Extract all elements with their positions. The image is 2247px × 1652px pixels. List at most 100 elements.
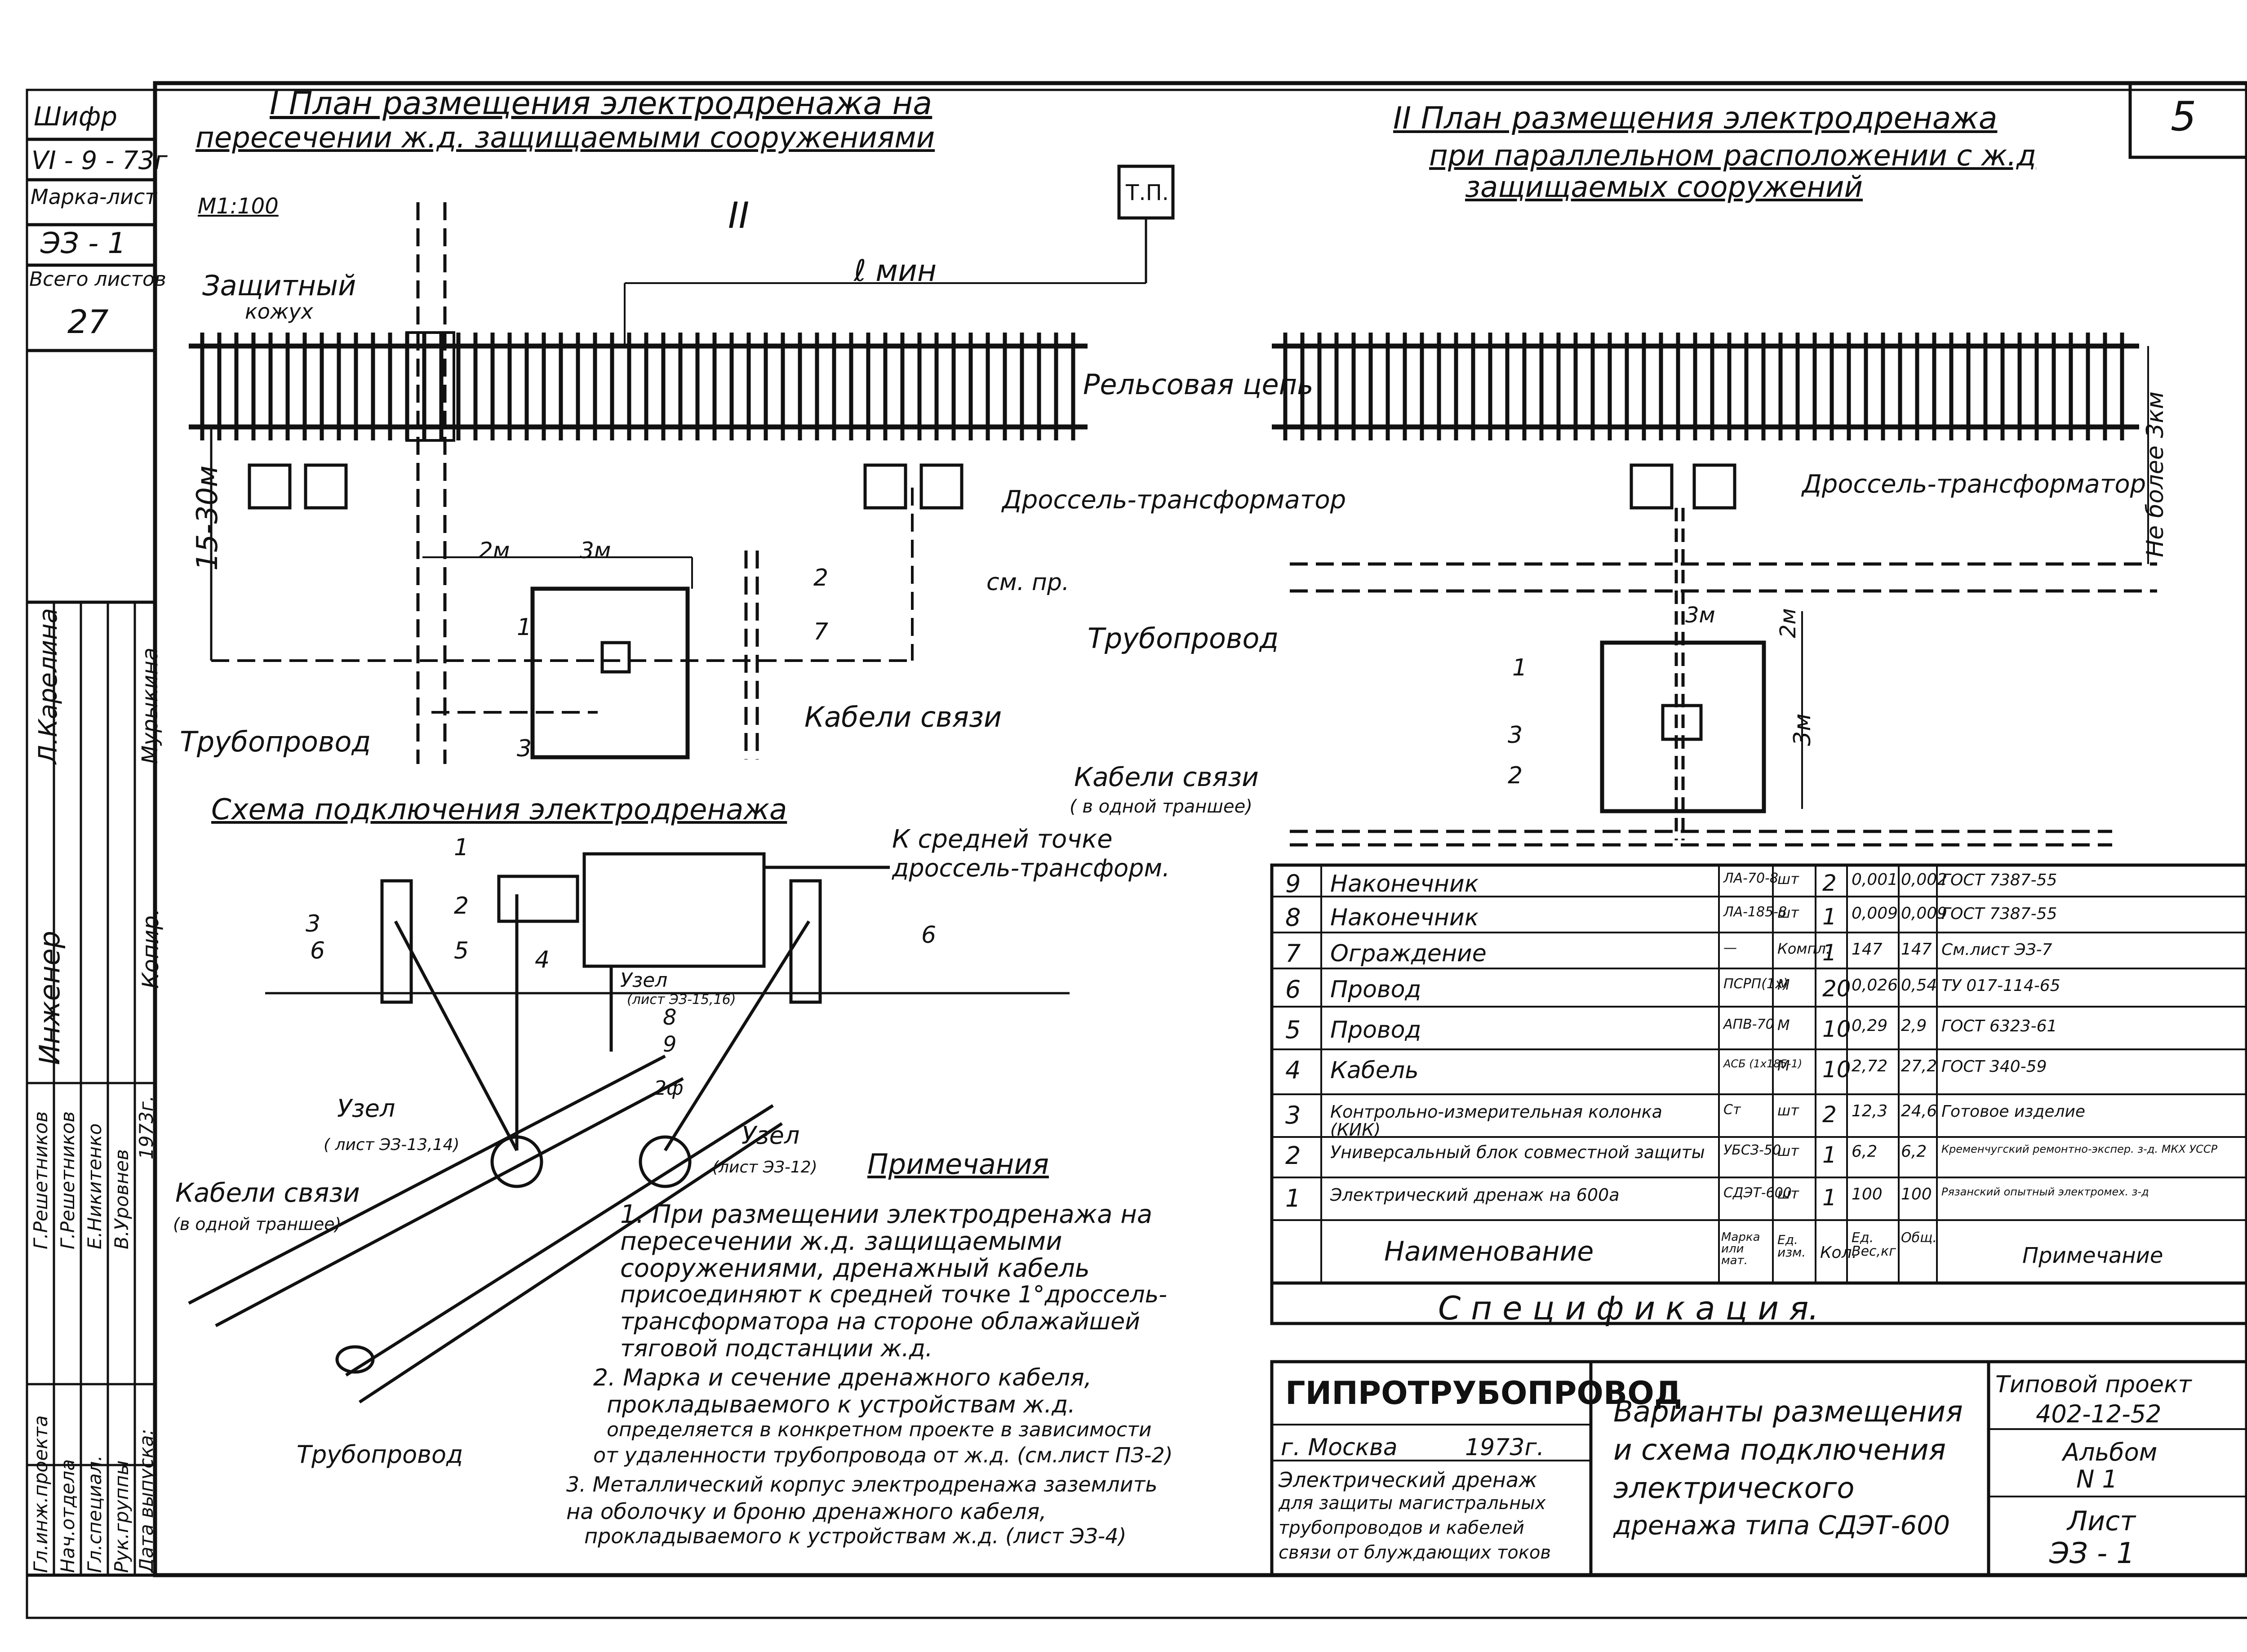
spec-cell-r7-c4: 1 [1822, 1142, 1837, 1168]
spec-cell-r7-c2: УБСЗ-50 [1723, 1142, 1781, 1158]
spec-title: С п е ц и ф и к а ц и я. [1438, 1289, 1819, 1327]
scheme-title: Схема подключения электродренажа [211, 793, 787, 826]
spec-header-weight: Ед. Вес,кг [1852, 1230, 1896, 1259]
spec-cell-r4-c4: 10 [1822, 1016, 1851, 1042]
spec-cell-r5-c4: 10 [1822, 1057, 1851, 1083]
plan2-dim-3m: 3м [1685, 603, 1715, 628]
note-line-0: 1. При размещении электродренажа на [620, 1200, 1153, 1229]
tb-name-1: и схема подключения [1613, 1434, 1946, 1467]
tb-name-2: электрического [1613, 1472, 1855, 1505]
tb-year: 1973г. [1465, 1434, 1545, 1461]
spec-cell-r6-c3: шт [1777, 1102, 1799, 1119]
tb-org: ГИПРОТРУБОПРОВОД [1285, 1375, 1683, 1412]
scheme-n1: 1 [454, 834, 469, 861]
spec-cell-r4-c2: АПВ-70 [1723, 1017, 1774, 1032]
spec-cell-r5-c5: 2,72 [1852, 1057, 1888, 1075]
stamp-role-0: Гл.инж.проекта [30, 1415, 52, 1573]
spec-cell-r8-c3: шт [1777, 1185, 1799, 1202]
plan1-tp: Т.П. [1126, 180, 1169, 205]
note-line-11: на оболочку и броню дренажного кабеля, [566, 1499, 1047, 1524]
note-line-6: 2. Марка и сечение дренажного кабеля, [593, 1364, 1092, 1391]
spec-cell-r3-c0: 6 [1285, 975, 1301, 1004]
spec-cell-r1-c6: 0,009 [1901, 904, 1948, 923]
plan1-l-min: ℓ мин [854, 253, 937, 288]
spec-cell-r1-c0: 8 [1285, 903, 1301, 932]
tb-city: г. Москва [1281, 1434, 1398, 1461]
plan1-casing: Защитный [202, 269, 356, 302]
spec-cell-r7-c0: 2 [1285, 1141, 1301, 1170]
spec-cell-r1-c3: шт [1777, 904, 1799, 921]
note-line-4: трансформатора на стороне облажайшей [620, 1308, 1140, 1335]
plan2-cables-note: ( в одной траншее) [1070, 796, 1252, 817]
spec-cell-r0-c1: Наконечник [1330, 870, 1479, 897]
spec-cell-r7-c1: Универсальный блок совместной защиты [1330, 1142, 1705, 1162]
stamp-extra-name-0: Л.Карелина [34, 608, 63, 764]
plan2-cables: Кабели связи [1074, 762, 1259, 792]
scheme-node-a: Узел [337, 1094, 395, 1123]
plan1-dim-2m: 2м [479, 537, 510, 564]
tb-list-label: Лист [2067, 1505, 2136, 1537]
spec-cell-r4-c0: 5 [1285, 1016, 1301, 1044]
tb-subject-1: для защиты магистральных [1279, 1493, 1546, 1514]
scheme-n2: 2 [454, 893, 469, 919]
spec-cell-r0-c2: ЛА-70-8 [1723, 870, 1778, 886]
plan1-section-mark: II [728, 195, 750, 236]
note-line-9: от удаленности трубопровода от ж.д. (см.… [593, 1443, 1173, 1467]
tb-list-value: ЭЗ - 1 [2049, 1537, 2135, 1570]
note-line-7: прокладываемого к устройствам ж.д. [607, 1391, 1075, 1418]
spec-cell-r2-c7: См.лист ЭЗ-7 [1941, 941, 2052, 959]
spec-cell-r8-c4: 1 [1822, 1185, 1837, 1211]
notes-title: Примечания [867, 1148, 1049, 1181]
spec-cell-r4-c1: Провод [1330, 1017, 1421, 1044]
vsego-label: Всего листов [29, 268, 166, 291]
plan2-n3: 3 [1508, 722, 1523, 749]
plan1-scale: М1:100 [198, 194, 279, 219]
plan1-see-pr: см. пр. [986, 569, 1070, 596]
scheme-cables: Кабели связи [175, 1177, 360, 1208]
marka-label: Марка-лист [31, 185, 157, 209]
spec-cell-r5-c0: 4 [1285, 1056, 1301, 1084]
spec-cell-r7-c3: шт [1777, 1142, 1799, 1159]
spec-cell-r5-c7: ГОСТ 340-59 [1941, 1057, 2047, 1076]
stamp-name-1: Г.Решетников [57, 1111, 79, 1249]
note-line-1: пересечении ж.д. защищаемыми [620, 1227, 1062, 1256]
plan1-n7: 7 [813, 618, 829, 645]
spec-header-qty: Кол. [1820, 1243, 1857, 1262]
stamp-role-2: Гл.специал. [84, 1455, 106, 1573]
spec-cell-r3-c1: Провод [1330, 976, 1421, 1003]
spec-cell-r7-c7: Кременчугский ремонтно-экспер. з-д. МКХ … [1941, 1143, 2218, 1155]
scheme-n8: 8 [663, 1005, 677, 1030]
spec-cell-r8-c5: 100 [1852, 1185, 1883, 1203]
scheme-n4: 4 [535, 946, 550, 973]
spec-cell-r7-c5: 6,2 [1852, 1142, 1878, 1161]
note-line-2: сооружениями, дренажный кабель [620, 1254, 1090, 1283]
spec-cell-r0-c3: шт [1777, 870, 1799, 888]
spec-cell-r2-c6: 147 [1901, 940, 1932, 959]
spec-cell-r6-c4: 2 [1822, 1101, 1837, 1128]
spec-cell-r8-c7: Рязанский опытный электромех. з-д [1941, 1186, 2149, 1198]
scheme-n9: 9 [663, 1032, 677, 1057]
plan1-n1: 1 [517, 614, 532, 641]
spec-header-unit: Ед. изм. [1777, 1232, 1806, 1260]
spec-header-total: Общ. [1901, 1230, 1937, 1246]
tb-album-label: Альбом [2063, 1438, 2158, 1466]
spec-cell-r2-c1: Ограждение [1330, 940, 1487, 967]
spec-cell-r3-c6: 0,54 [1901, 976, 1937, 995]
stamp-role-1: Нач.отдела [57, 1459, 79, 1573]
spec-cell-r5-c1: Кабель [1330, 1057, 1419, 1084]
plan1-dist-vert: 15-30м [191, 465, 224, 571]
spec-cell-r2-c5: 147 [1852, 940, 1883, 959]
tb-typ-label: Типовой проект [1995, 1371, 2192, 1398]
stamp-name-0: Г.Решетников [30, 1111, 52, 1249]
spec-cell-r6-c6: 24,6 [1901, 1102, 1937, 1120]
spec-cell-r7-c6: 6,2 [1901, 1142, 1927, 1161]
tb-typ-value: 402-12-52 [2036, 1400, 2162, 1428]
tb-name-3: дренажа типа СДЭТ-600 [1613, 1510, 1950, 1541]
scheme-two-phi: 2ф [654, 1077, 684, 1100]
spec-cell-r1-c5: 0,009 [1852, 904, 1898, 923]
plan1-casing2: кожух [245, 299, 313, 324]
scheme-cables-note: (в одной траншее) [173, 1214, 342, 1234]
plan1-title-line1: I План размещения электродренажа на [270, 85, 933, 122]
spec-cell-r8-c6: 100 [1901, 1185, 1932, 1203]
